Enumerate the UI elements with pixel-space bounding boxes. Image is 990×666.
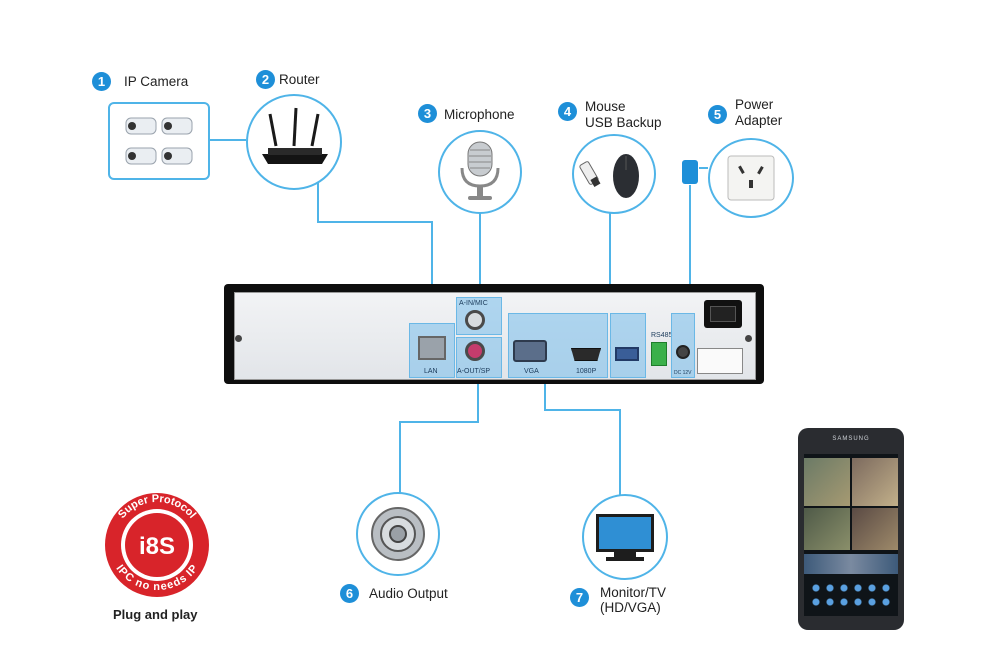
vga-label: VGA bbox=[524, 368, 539, 375]
camera-feed-4 bbox=[852, 508, 898, 550]
camera-feed-5 bbox=[804, 554, 898, 574]
label-router: Router bbox=[279, 72, 320, 87]
vga-connector-icon bbox=[513, 340, 547, 362]
power-switch[interactable] bbox=[704, 300, 742, 328]
dc-label: DC 12V bbox=[674, 370, 692, 376]
screw-right bbox=[745, 335, 752, 342]
lan-jack-icon bbox=[418, 336, 446, 360]
rating-plate bbox=[697, 348, 743, 374]
power-socket-image bbox=[708, 138, 794, 218]
screw-left bbox=[235, 335, 242, 342]
badge-3: 3 bbox=[418, 104, 437, 123]
super-protocol-logo: Super Protocol IPC no needs IP i8S bbox=[102, 490, 212, 600]
monitor-image bbox=[582, 494, 668, 580]
hdmi-connector-icon bbox=[571, 348, 601, 361]
audio-out-label: A-OUT/SP bbox=[457, 368, 491, 375]
badge-7: 7 bbox=[570, 588, 589, 607]
label-audio-output: Audio Output bbox=[369, 586, 448, 601]
badge-5: 5 bbox=[708, 105, 727, 124]
lan-port[interactable] bbox=[409, 323, 455, 378]
badge-4: 4 bbox=[558, 102, 577, 121]
audio-in-jack-icon bbox=[465, 310, 485, 330]
power-plug-icon bbox=[682, 160, 698, 184]
label-mouse: Mouse bbox=[585, 99, 626, 114]
camera-feed-1 bbox=[804, 458, 850, 506]
rs485-terminal-icon bbox=[651, 342, 667, 366]
label-microphone: Microphone bbox=[444, 107, 515, 122]
usb-connector-icon bbox=[615, 347, 639, 361]
label-power: Power bbox=[735, 97, 774, 112]
audio-out-jack-icon bbox=[465, 341, 485, 361]
audio-output-image bbox=[356, 492, 440, 576]
badge-2: 2 bbox=[256, 70, 275, 89]
lan-label: LAN bbox=[424, 368, 438, 375]
router-image bbox=[246, 94, 342, 190]
hdmi-label: 1080P bbox=[576, 368, 597, 375]
label-usb-backup: USB Backup bbox=[585, 115, 662, 130]
plug-and-play-text: Plug and play bbox=[113, 607, 198, 622]
badge-6: 6 bbox=[340, 584, 359, 603]
camera-feed-2 bbox=[852, 458, 898, 506]
dc-jack-icon bbox=[676, 345, 690, 359]
smartphone-image: SAMSUNG bbox=[798, 428, 904, 630]
microphone-image bbox=[438, 130, 522, 214]
label-ip-camera: IP Camera bbox=[124, 74, 189, 89]
ip-camera-image bbox=[108, 102, 210, 180]
phone-brand: SAMSUNG bbox=[832, 436, 870, 442]
rs485-label: RS485 bbox=[651, 332, 673, 339]
label-hd-vga: (HD/VGA) bbox=[600, 600, 661, 615]
phone-screen bbox=[804, 454, 898, 616]
logo-center-text: i8S bbox=[139, 533, 175, 560]
control-buttons bbox=[808, 580, 894, 610]
mouse-usb-image bbox=[572, 134, 656, 214]
audio-in-label: A-IN/MIC bbox=[459, 300, 488, 307]
camera-feed-3 bbox=[804, 508, 850, 550]
usb-port[interactable] bbox=[610, 313, 646, 378]
badge-1: 1 bbox=[92, 72, 111, 91]
label-adapter: Adapter bbox=[735, 113, 783, 128]
label-monitor-tv: Monitor/TV bbox=[600, 585, 667, 600]
